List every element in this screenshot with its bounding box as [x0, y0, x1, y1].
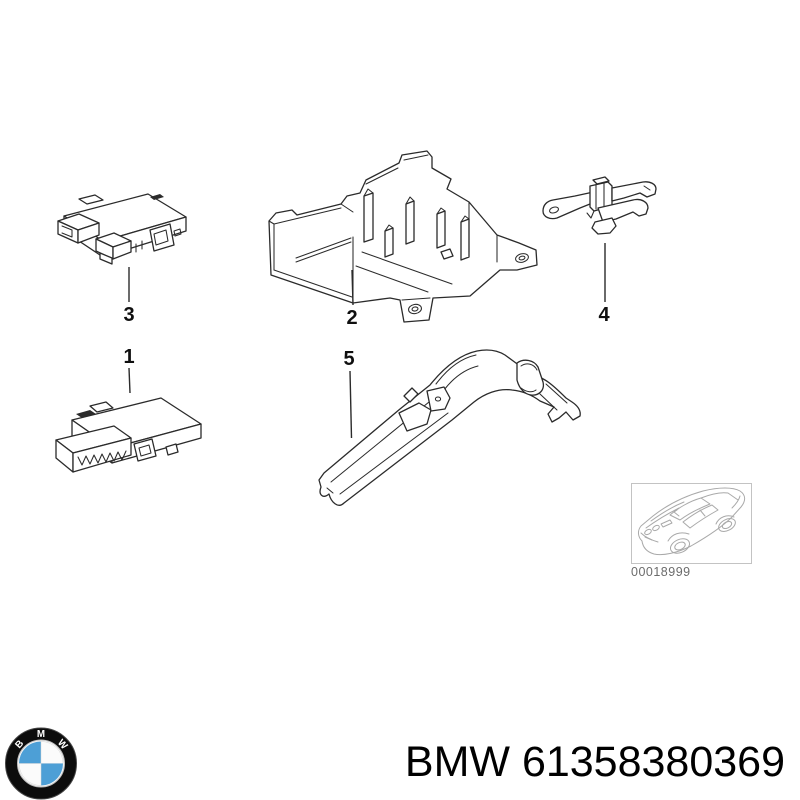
bmw-logo: B M W	[5, 727, 77, 800]
part-label-1: 1	[123, 346, 135, 368]
leader-line-5	[349, 370, 353, 439]
part-2-fuse-box-housing-drawing	[268, 150, 538, 323]
bmw-logo-quadrant	[40, 741, 64, 764]
bmw-logo-quadrant	[41, 763, 63, 786]
bmw-logo-letter: M	[37, 729, 45, 740]
leader-line-1	[128, 367, 131, 394]
part-number-text: BMW 61358380369	[404, 738, 785, 786]
thumbnail-caption: 00018999	[631, 565, 691, 579]
part-3-control-module-drawing	[57, 193, 187, 265]
part-4-bracket-drawing	[542, 176, 657, 235]
part-label-5: 5	[343, 348, 355, 370]
part-label-3: 3	[123, 304, 135, 326]
leader-line-2	[351, 269, 354, 306]
bmw-logo-quadrant	[19, 741, 41, 764]
bmw-logo-quadrant	[18, 763, 42, 786]
part-label-4: 4	[598, 304, 610, 326]
part-5-cable-duct-drawing	[318, 349, 581, 506]
car-thumbnail	[631, 483, 752, 564]
part-label-2: 2	[346, 307, 358, 329]
car-outline-drawing	[638, 487, 746, 556]
part-1-control-module-drawing	[55, 397, 202, 473]
